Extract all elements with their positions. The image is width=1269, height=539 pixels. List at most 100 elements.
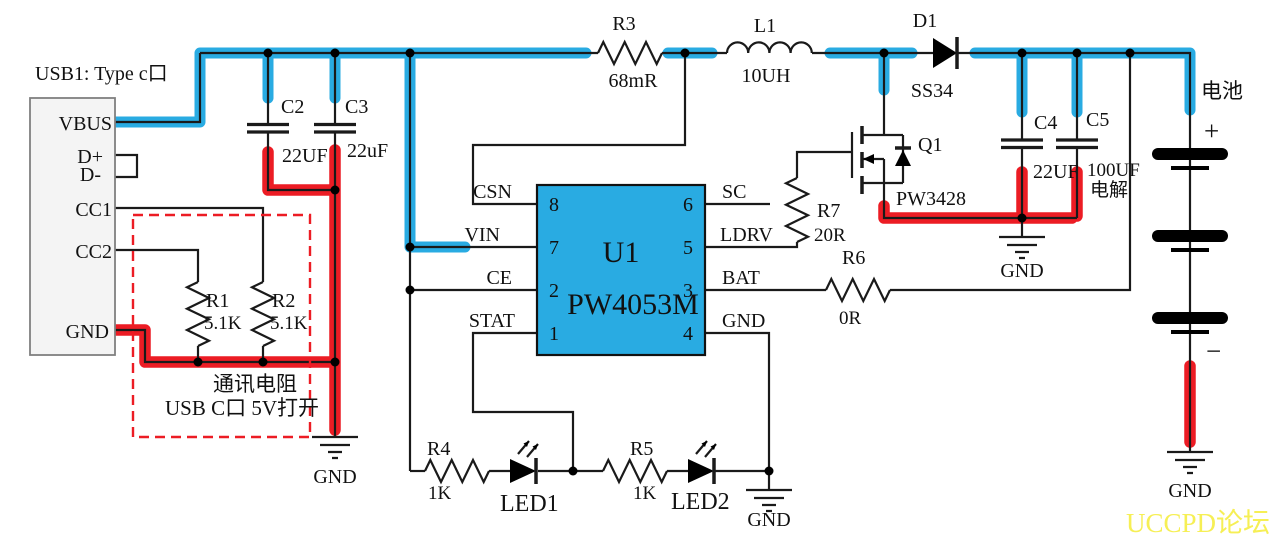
wire-c2-bottom [266,132,335,192]
junction-dot [879,48,889,58]
junction-dot [405,48,415,58]
u1-chip-body [535,183,707,357]
u1-name-csn: CSN [473,181,512,203]
battery-plate-thick-1 [1152,148,1228,160]
c2-ref: C2 [281,96,304,118]
r7-ref: R7 [817,200,840,222]
battery-plate-thick-2 [1152,230,1228,242]
r2-ref: R2 [272,290,295,312]
wire-csn [471,53,687,206]
d1-value: SS34 [911,80,953,102]
u1-name-ce: CE [486,267,512,289]
r4-ref: R4 [427,438,450,460]
capacitor-c5 [1056,138,1098,150]
vin-trace [404,52,471,253]
comm-resistor-dashed-box [131,213,312,439]
d1-ref: D1 [913,10,937,32]
gnd-label-usb: GND [313,466,356,488]
led1-triangle [510,459,536,483]
r6-ref: R6 [842,247,865,269]
watermark: UCCPD论坛 [1126,508,1269,538]
usb-gnd-trace [109,324,336,368]
inductor-l1 [725,41,813,54]
resistor-r3 [597,39,663,67]
wire-dp-dm-bracket [115,153,139,179]
r1-value: 5.1K [204,313,242,334]
u1-pin7: 7 [549,237,559,259]
resistor-r5 [602,457,668,485]
capacitor-c2 [247,122,289,134]
wire-stat [471,331,575,471]
u1-name-ldrv: LDRV [720,224,773,246]
r4-value: 1K [428,483,452,504]
battery-plate-thin-1 [1171,166,1209,170]
wire-bat-right [890,53,1132,292]
c5-value2: 电解 [1090,179,1128,201]
junction-dot [680,48,690,58]
battery-minus: − [1206,336,1221,366]
wire-r7-to-gate [795,150,852,178]
r3-ref: R3 [612,13,635,35]
l1-ref: L1 [754,15,776,37]
junction-dot [405,242,415,252]
junction-dot [1017,48,1027,58]
led2-label: LED2 [671,489,730,515]
junction-dot [330,48,340,58]
u1-pin8: 8 [549,194,559,216]
battery-label: 电池 [1201,79,1243,103]
wire-ldrv [705,242,799,249]
led1-symbol [510,440,539,484]
c3-ref: C3 [345,96,368,118]
resistor-r7 [783,177,811,243]
wire-cc2 [115,248,200,282]
usb-title: USB1: Type c口 [35,63,168,85]
junction-dot [330,357,340,367]
c2-value: 22UF [282,145,328,167]
u1-ref: U1 [603,236,640,269]
c5-value: 100UF [1087,160,1140,181]
led2-arrowhead-2 [710,444,716,450]
mosfet-q1 [850,126,911,194]
battery-plate-thick-3 [1152,312,1228,324]
u1-pin3: 3 [683,280,693,302]
resistor-r2 [249,281,277,347]
l1-value: 10UH [742,65,791,87]
u1-name-sc: SC [722,181,746,203]
gnd-symbol-c4 [999,235,1045,260]
r7-value: 20R [814,225,846,246]
gnd-symbol-battery [1167,450,1213,475]
junction-dot [1072,48,1082,58]
u1-pin5: 5 [683,237,693,259]
c4-ref: C4 [1034,112,1057,134]
junction-dot [193,357,203,367]
u1-pin1: 1 [549,323,559,345]
usb-connector-body [29,97,116,356]
led2-triangle [688,459,714,483]
resistor-r1 [184,281,212,347]
r2-value: 5.1K [270,313,308,334]
junction-dots [193,48,1135,476]
gnd-label-battery: GND [1168,480,1211,502]
u1-part: PW4053M [567,288,699,321]
q1-body-arrow [863,154,874,164]
wire-rail-4 [958,51,1192,148]
gnd-symbol-led [746,488,792,513]
led1-arrowhead-1 [523,441,529,447]
r5-ref: R5 [630,438,653,460]
components [29,37,1228,513]
diode-d1-triangle [933,38,957,68]
resistor-r4 [424,457,490,485]
gnd-symbol-usb [312,435,358,460]
u1-pin6: 6 [683,194,693,216]
usb-pin-vbus: VBUS [59,113,112,135]
usb-pin-dm: D- [80,164,101,186]
junction-dot [764,466,774,476]
q1-ref: Q1 [918,134,942,156]
note-line1: 通讯电阻 [213,372,297,396]
led1-arrowhead-2 [532,444,538,450]
u1-name-bat: BAT [722,267,760,289]
u1-name-stat: STAT [469,310,515,332]
wire-q1-source-gnd [882,183,1077,220]
led2-symbol [688,440,717,484]
battery-plate-thin-2 [1171,248,1209,252]
